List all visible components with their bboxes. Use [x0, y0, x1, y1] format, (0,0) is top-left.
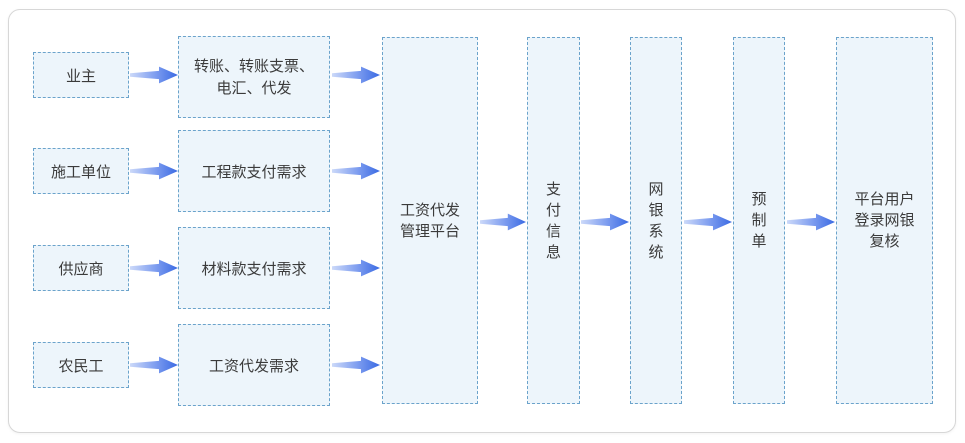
node-salary-payment-request: 工资代发需求	[178, 324, 330, 406]
arrow-right-icon	[332, 66, 380, 84]
node-supplier: 供应商	[33, 245, 129, 291]
node-payment-info: 支 付 信 息	[527, 37, 580, 404]
node-project-payment-request: 工程款支付需求	[178, 130, 330, 212]
node-transfer-methods: 转账、转账支票、 电汇、代发	[178, 36, 330, 118]
node-label: 转账、转账支票、 电汇、代发	[193, 57, 314, 97]
node-migrant-worker: 农民工	[33, 342, 129, 388]
node-owner: 业主	[33, 52, 129, 98]
arrow-right-icon	[684, 213, 732, 231]
arrow-right-icon	[130, 356, 178, 374]
node-ebank-system: 网 银 系 统	[630, 37, 682, 404]
arrow-right-icon	[332, 356, 380, 374]
node-label: 工资代发需求	[208, 356, 299, 375]
node-label: 施工单位	[50, 162, 111, 181]
node-label: 供应商	[58, 259, 104, 278]
node-material-payment-request: 材料款支付需求	[178, 227, 330, 309]
arrow-right-icon	[130, 162, 178, 180]
node-salary-platform: 工资代发 管理平台	[382, 37, 478, 404]
arrow-right-icon	[332, 162, 380, 180]
node-label: 支 付 信 息	[545, 179, 561, 261]
arrow-right-icon	[332, 259, 380, 277]
node-platform-user-review: 平台用户 登录网银 复核	[836, 37, 933, 404]
arrow-right-icon	[581, 213, 629, 231]
node-label: 工资代发 管理平台	[399, 200, 460, 240]
node-label: 预 制 单	[751, 190, 767, 250]
node-label: 网 银 系 统	[648, 179, 664, 261]
arrow-right-icon	[130, 259, 178, 277]
arrow-right-icon	[787, 213, 835, 231]
node-label: 工程款支付需求	[201, 162, 307, 181]
node-label: 农民工	[58, 356, 104, 375]
node-label: 材料款支付需求	[201, 259, 307, 278]
arrow-right-icon	[130, 66, 178, 84]
node-label: 业主	[65, 66, 96, 85]
node-label: 平台用户 登录网银 复核	[854, 190, 915, 250]
node-preset-order: 预 制 单	[733, 37, 785, 404]
node-construction-unit: 施工单位	[33, 148, 129, 194]
arrow-right-icon	[480, 213, 526, 231]
